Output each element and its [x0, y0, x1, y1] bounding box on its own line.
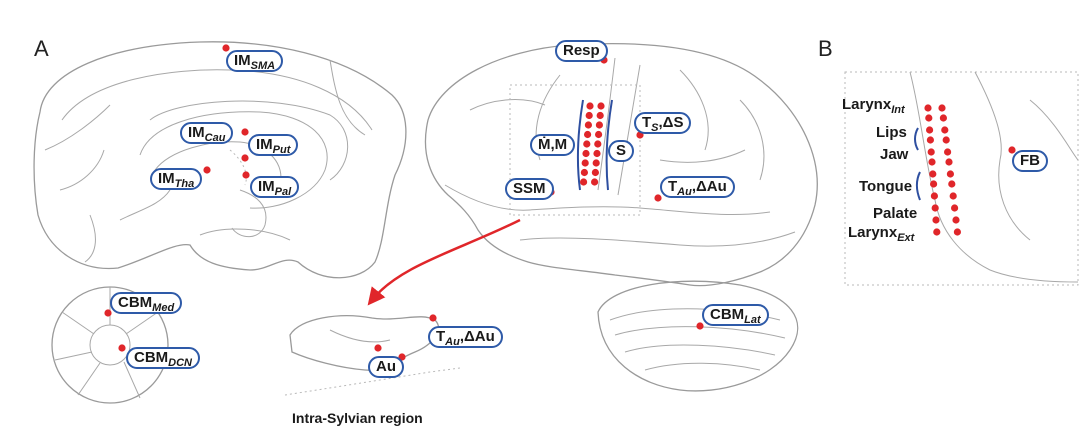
- panel-b-dot: [926, 136, 935, 144]
- panel-b-dot: [946, 170, 955, 178]
- label-im-tha: IMTha: [150, 168, 203, 190]
- dot-cbm-dcn: [118, 344, 126, 352]
- panel-b-dot: [932, 216, 940, 224]
- label-palate: Palate: [873, 205, 918, 222]
- lateral-hemisphere-outline: [424, 42, 818, 287]
- precentral-dot: [580, 168, 589, 177]
- label-im-put: IMPut: [248, 134, 299, 156]
- precentral-dot: [585, 111, 593, 120]
- dot-im-cau: [241, 128, 249, 136]
- panel-b-dot: [927, 148, 935, 156]
- dot-im-pal: [242, 171, 250, 179]
- panel-b-dot: [953, 228, 962, 236]
- label-cbm-med: CBMMed: [110, 292, 183, 314]
- panel-b-dot: [938, 104, 946, 112]
- panel-b-dot: [941, 126, 949, 134]
- precentral-dot: [593, 149, 601, 158]
- panel-b-dot: [930, 180, 938, 188]
- label-fb: FB: [1012, 150, 1048, 172]
- panel-b-dot: [945, 158, 953, 166]
- label-mm: Ṁ,M: [530, 134, 576, 156]
- dot-im-put: [241, 154, 249, 162]
- label-im-pal: IMPal: [250, 176, 300, 198]
- lips-bracket: [914, 127, 919, 151]
- label-im-cau: IMCau: [180, 122, 234, 144]
- panel-label-a: A: [34, 36, 49, 61]
- precentral-dot: [584, 121, 593, 129]
- precentral-dot: [592, 159, 600, 167]
- precentral-dot: [591, 178, 599, 186]
- label-cbm-dcn: CBMDCN: [126, 347, 201, 369]
- dot-tau: [654, 194, 662, 202]
- label-s: S: [608, 140, 635, 162]
- panel-label-b: B: [818, 36, 833, 61]
- panel-b-dot: [949, 192, 957, 200]
- panel-b-dot: [931, 204, 939, 212]
- tongue-bracket: [916, 171, 921, 201]
- label-tau: TAu,ΔAu: [660, 176, 735, 198]
- precentral-dot: [597, 102, 605, 110]
- dot-cbm-med: [104, 309, 112, 317]
- panel-b-dot: [948, 180, 956, 188]
- panel-b-dot: [944, 148, 952, 156]
- precentral-dot: [584, 130, 592, 139]
- precentral-dot: [582, 149, 590, 158]
- precentral-dot: [595, 121, 604, 129]
- cerebellum-lateral-outline: [597, 280, 799, 392]
- label-cbm-lat: CBMLat: [702, 304, 769, 326]
- label-resp: Resp: [555, 40, 608, 62]
- precentral-dot: [581, 159, 589, 167]
- precentral-dot: [591, 168, 600, 177]
- medial-hemisphere-outline: [33, 41, 407, 279]
- dot-im-tha: [203, 166, 211, 174]
- panel-b-dot: [929, 170, 937, 178]
- precentral-dot: [594, 140, 602, 148]
- label-lips: Lips: [876, 124, 907, 141]
- label-intra-sylvian: Intra-Sylvian region: [292, 410, 423, 426]
- panel-b-dot: [930, 192, 939, 200]
- precentral-dot: [595, 130, 603, 139]
- panel-b-dot-grid: [924, 104, 962, 236]
- location-dots: [104, 44, 1016, 361]
- panel-b-dot: [926, 126, 934, 134]
- label-ts: TS,ΔS: [634, 112, 692, 134]
- panel-b-dot: [952, 216, 960, 224]
- precentral-dot-grid: [580, 102, 605, 186]
- panel-b-dot: [942, 136, 950, 144]
- panel-b-outline: [844, 71, 1079, 286]
- precentral-dot: [586, 102, 594, 110]
- panel-b-dot: [933, 228, 941, 236]
- panel-b-dot: [925, 114, 933, 122]
- precentral-bracket-right: [605, 99, 613, 191]
- panel-b-dot: [924, 104, 932, 112]
- intra-sylvian-arrow: [367, 218, 521, 306]
- label-tongue: Tongue: [859, 178, 913, 195]
- dot-fb: [1008, 146, 1016, 154]
- panel-b-dot: [939, 114, 948, 122]
- label-jaw: Jaw: [880, 146, 909, 163]
- dot-au: [374, 344, 382, 352]
- panel-b-dot: [928, 158, 936, 166]
- dot-cbm-lat: [696, 322, 704, 330]
- panel-b-dot: [951, 204, 959, 212]
- dot-tau2: [429, 314, 437, 322]
- precentral-bracket-left: [576, 99, 584, 191]
- label-tau-intra: TAu,ΔAu: [428, 326, 503, 348]
- dot-im-sma: [222, 44, 230, 52]
- label-im-sma: IMSMA: [226, 50, 284, 72]
- label-ssm: SSM: [505, 178, 554, 200]
- label-larynx-int: LarynxInt: [842, 96, 905, 116]
- precentral-dot: [583, 140, 591, 148]
- label-au: Au: [368, 356, 404, 378]
- precentral-dot: [596, 111, 604, 120]
- label-larynx-ext: LarynxExt: [848, 224, 915, 244]
- precentral-dot: [580, 178, 588, 186]
